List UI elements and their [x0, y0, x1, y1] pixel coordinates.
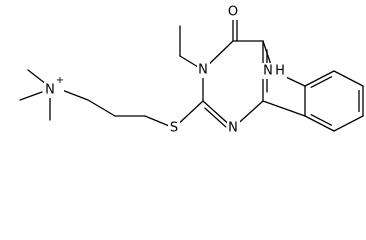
bond-C8-C9	[333, 115, 364, 132]
bond-N-methyl-1	[27, 69, 47, 85]
bond-lines	[19, 11, 364, 132]
bond-N5-C5a	[272, 70, 306, 87]
bond-C4-N3	[202, 40, 234, 71]
bond-C2-S	[173, 100, 204, 129]
bond-C2-N1	[202, 100, 234, 129]
bond-ch2-N	[61, 89, 89, 101]
bond-C4a-N5	[262, 40, 274, 72]
bond-ch2-ch2b	[87, 99, 116, 117]
bond-C5a-C6-inner	[310, 76, 333, 88]
charge-plus: +	[56, 75, 64, 86]
bond-N1-C9b	[232, 100, 264, 129]
bond-C6-C7	[333, 70, 364, 87]
bond-N-methyl-2	[19, 91, 43, 101]
bond-C9-C9a	[304, 115, 335, 132]
atom-ammonium-n: N +	[44, 75, 64, 98]
bond-C9a-C9b	[262, 100, 306, 117]
atom-label-ammonium-n: N	[45, 83, 55, 98]
chemical-structure-diagram: O N H N N S N +	[19, 4, 364, 136]
bond-N3-ethyl	[179, 55, 204, 71]
bond-C5a-C6	[304, 70, 335, 87]
bond-S-ch2	[144, 115, 175, 129]
bond-C2-N1-inner	[204, 107, 227, 128]
bond-C9-C9a-inner	[310, 114, 333, 126]
